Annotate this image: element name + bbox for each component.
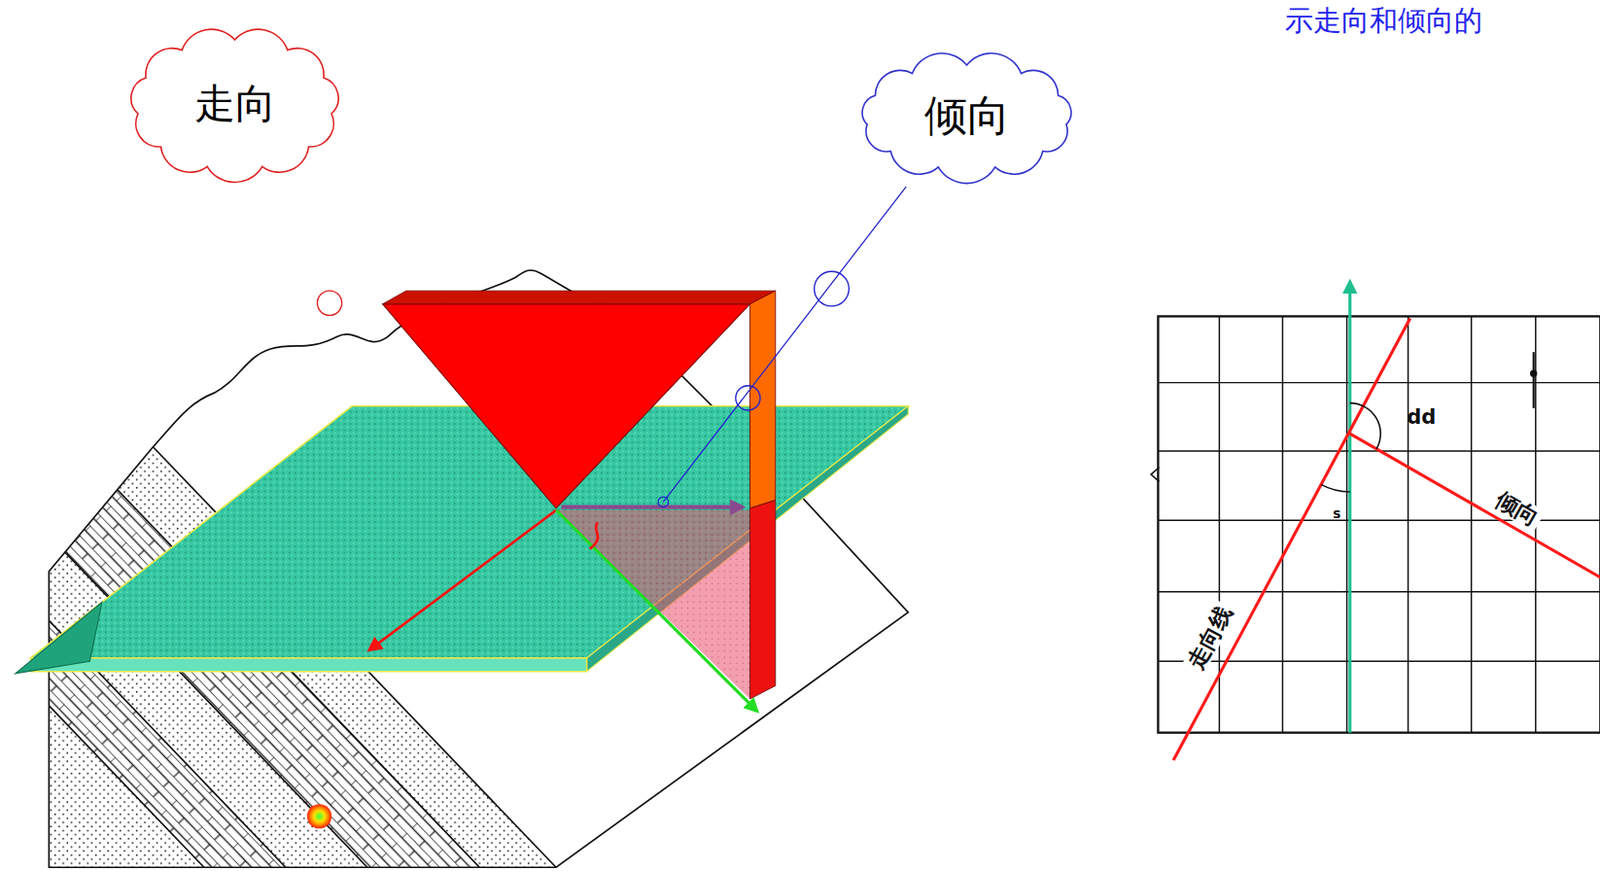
diagram-label: s: [1332, 506, 1341, 522]
diagram-label: 倾向: [1489, 486, 1546, 533]
grid-mark: [1150, 467, 1159, 483]
leader-line: [662, 186, 906, 502]
north-arrow: [1348, 281, 1352, 733]
vertical-plane: [382, 304, 751, 509]
bubble: [316, 290, 342, 315]
bubble: [735, 385, 761, 411]
cloud-shape: [131, 29, 339, 182]
dip-direction-arrow: [560, 505, 743, 510]
orientation-grid: [1150, 281, 1600, 761]
dip-line-arrow: [556, 510, 758, 712]
bubble: [658, 496, 668, 507]
diagram-label: 走向线: [1182, 599, 1239, 676]
cloud-text: 走向: [194, 81, 277, 127]
cloud-callout: 倾向: [846, 45, 1087, 189]
dip-line: [1350, 433, 1600, 596]
cloud-text: 倾向: [924, 93, 1010, 140]
grid-mark: [1530, 370, 1537, 378]
plane-edge: [30, 658, 587, 672]
vertical-plane-edge: [750, 499, 776, 699]
strike-angle-arc: [1321, 485, 1350, 492]
grid-mark: [1532, 351, 1535, 409]
horizontal-plane: [30, 406, 908, 659]
cloud-shape: [862, 53, 1072, 184]
dip-direction-arc: [1350, 403, 1382, 450]
vertical-plane-edge: [750, 290, 776, 509]
plane-tab: [15, 601, 103, 673]
strike-line: [1173, 318, 1411, 762]
colour-spot: [307, 803, 332, 829]
bubble: [814, 271, 850, 307]
slide-heading: 示走向和倾向的: [1285, 4, 1483, 36]
cloud-callout: 走向: [117, 20, 352, 189]
strike-arrow: [369, 510, 557, 651]
diagram-label: dd: [1406, 407, 1436, 430]
dip-angle-mark: [590, 521, 598, 549]
vertical-plane-edge: [382, 290, 776, 305]
